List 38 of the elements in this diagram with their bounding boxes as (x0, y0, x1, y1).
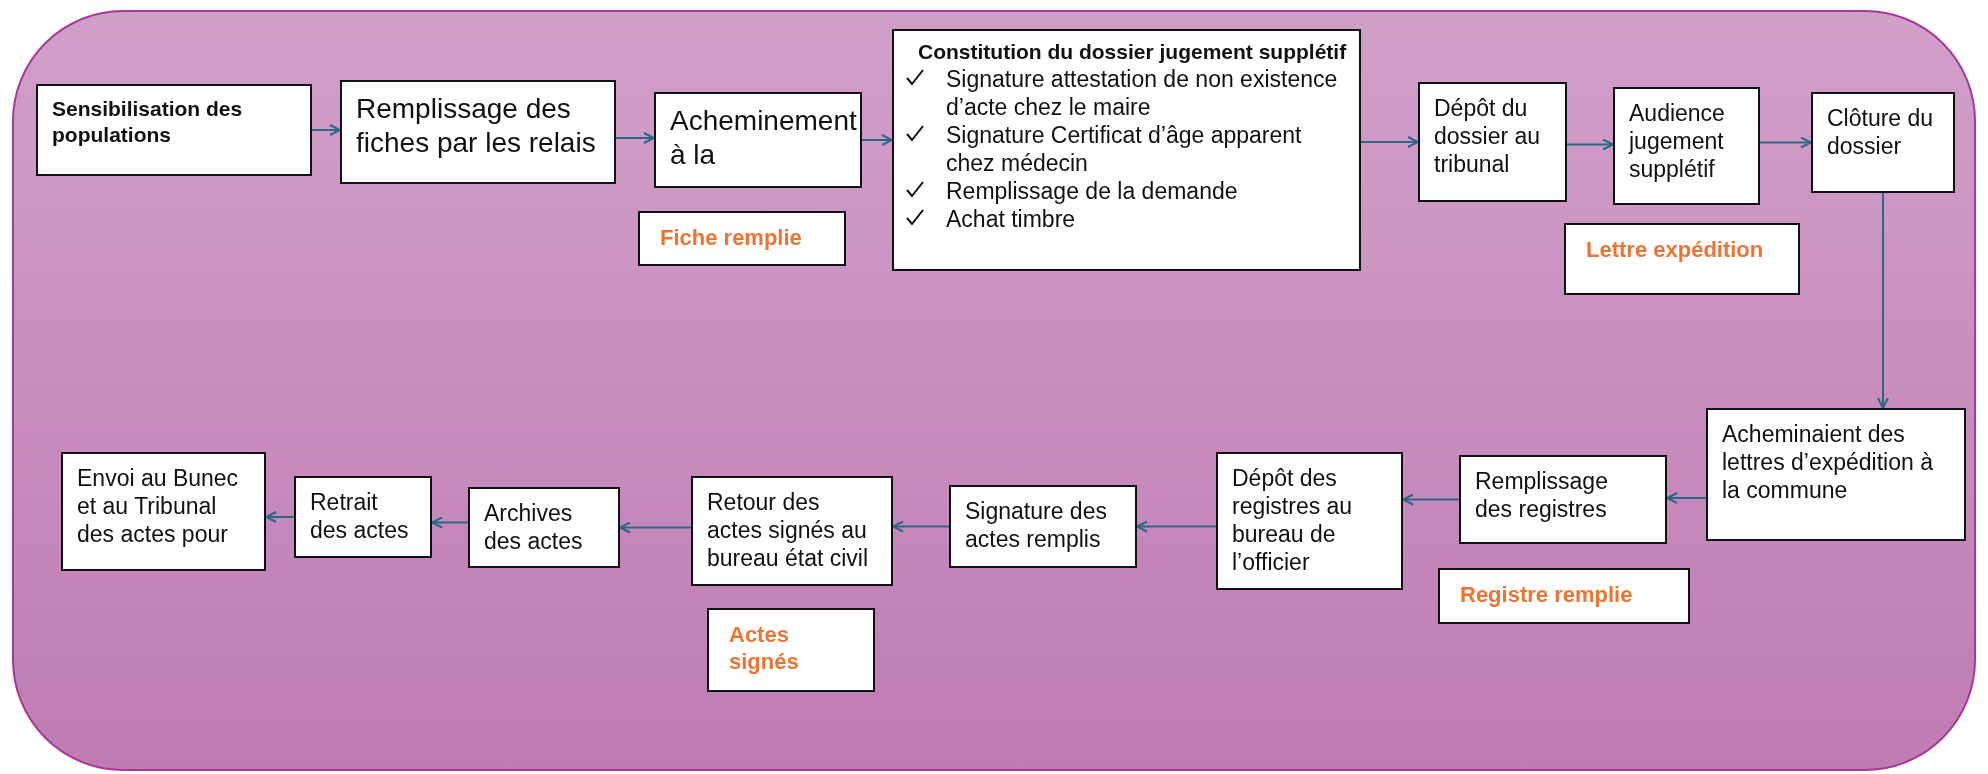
list-item: Achat timbre (946, 204, 1076, 233)
arrow (619, 521, 692, 534)
arrow (1402, 493, 1460, 506)
arrow (615, 132, 655, 144)
process-box: Dépôt du dossier au tribunal (1418, 82, 1567, 202)
arrow (1566, 138, 1614, 151)
note-box: Actes signés (707, 608, 875, 692)
process-box: Audience jugement supplétif (1613, 87, 1760, 205)
arrow (1759, 136, 1812, 149)
process-box: Dépôt des registres au bureau de l’officier (1216, 452, 1403, 590)
list-item: Remplissage de la demande (946, 176, 1238, 205)
process-box: Signature des actes remplis (949, 485, 1137, 568)
process-box: Archives des actes (468, 487, 620, 568)
note-box: Lettre expédition (1564, 223, 1800, 295)
process-box: Envoi au Bunec et au Tribunal des actes pour (61, 452, 266, 571)
process-box: Acheminement à la (654, 92, 862, 188)
process-box: Remplissage des registres (1459, 455, 1667, 544)
process-box (892, 29, 1361, 271)
list-item: Signature attestation de non existence d’acte chez le maire (946, 64, 1339, 121)
process-box: Remplissage des fiches par les relais (340, 80, 616, 184)
box-heading: Constitution du dossier jugement supplétif (917, 39, 1347, 65)
arrow (861, 134, 893, 146)
note-box: Fiche remplie (638, 211, 846, 266)
arrow (311, 124, 341, 136)
process-box: Retour des actes signés au bureau état civil (691, 476, 893, 586)
process-box: Retrait des actes (294, 476, 432, 558)
process-box: Sensibilisation des populations (36, 84, 312, 176)
arrow (1360, 136, 1419, 148)
process-box: Clôture du dossier (1811, 92, 1955, 193)
arrow (265, 511, 295, 523)
arrow (1877, 192, 1889, 409)
note-box: Registre remplie (1438, 568, 1690, 624)
arrow (431, 516, 469, 529)
arrow (1136, 520, 1217, 533)
arrow (1666, 492, 1707, 504)
list-item: Signature Certificat d’âge apparent chez médecin (946, 120, 1303, 177)
arrow (892, 520, 950, 533)
process-box: Acheminaient des lettres d’expédition à la commune (1706, 408, 1966, 541)
